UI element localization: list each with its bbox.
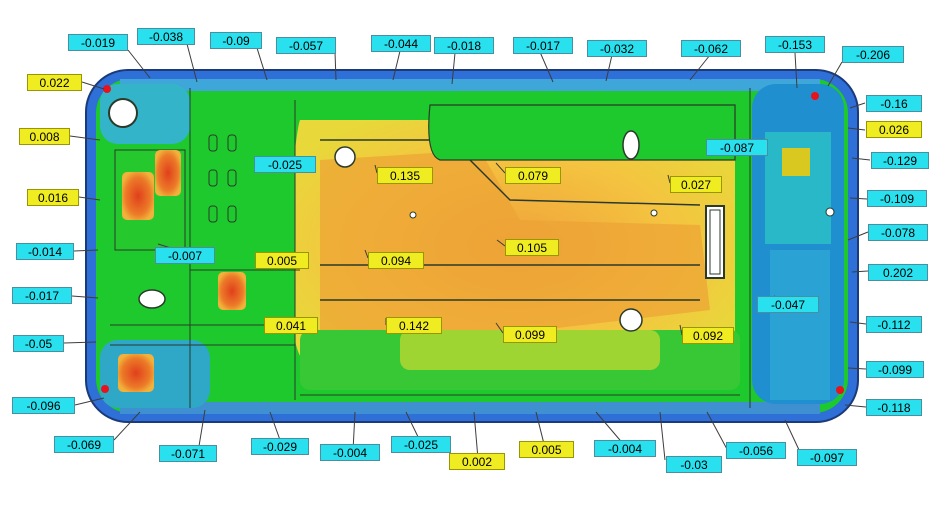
deviation-label: -0.16 bbox=[866, 95, 922, 112]
deviation-label: -0.018 bbox=[434, 37, 494, 54]
deviation-label: 0.202 bbox=[868, 264, 928, 281]
deviation-label: -0.004 bbox=[320, 444, 380, 461]
left-hotspot bbox=[122, 172, 154, 220]
deviation-label: 0.027 bbox=[670, 176, 722, 193]
left-bottom-blue bbox=[100, 340, 210, 408]
lower-plate-yellow bbox=[400, 330, 660, 370]
marker-dot-br bbox=[836, 386, 844, 394]
right-lower bbox=[770, 250, 830, 400]
camera-hole bbox=[108, 98, 138, 128]
deviation-label: 0.022 bbox=[27, 74, 82, 91]
deviation-label: 0.105 bbox=[505, 239, 559, 256]
deviation-label: 0.005 bbox=[519, 441, 574, 458]
flex-outline bbox=[428, 104, 736, 161]
deviation-label: -0.099 bbox=[866, 361, 924, 378]
deviation-label: -0.014 bbox=[16, 243, 74, 260]
deviation-label: -0.025 bbox=[254, 156, 316, 173]
deviation-label: -0.129 bbox=[871, 152, 929, 169]
deviation-label: -0.087 bbox=[706, 139, 768, 156]
deviation-label: -0.044 bbox=[371, 35, 431, 52]
deviation-label: -0.206 bbox=[842, 46, 904, 63]
deviation-label: -0.071 bbox=[159, 445, 217, 462]
flex-pin-2 bbox=[650, 209, 658, 217]
deviation-label: -0.097 bbox=[797, 449, 857, 466]
battery-slot-inner bbox=[709, 209, 721, 275]
flex-trace-upper bbox=[320, 139, 701, 206]
marker-dot-tr bbox=[811, 92, 819, 100]
flex-hole-mid bbox=[622, 130, 640, 160]
deviation-label: 0.008 bbox=[19, 128, 70, 145]
deviation-label: -0.029 bbox=[251, 438, 309, 455]
deviation-label: 0.041 bbox=[264, 317, 318, 334]
flex-pin-1 bbox=[409, 211, 417, 219]
deviation-label: -0.032 bbox=[587, 40, 647, 57]
deviation-label: -0.109 bbox=[867, 190, 927, 207]
deviation-label: -0.004 bbox=[594, 440, 656, 457]
top-rim bbox=[120, 79, 820, 91]
sim-slots bbox=[208, 134, 237, 223]
left-oval-hole bbox=[138, 289, 166, 309]
left-hotspot-2 bbox=[155, 150, 181, 196]
deviation-label: 0.099 bbox=[503, 326, 557, 343]
deviation-label: -0.007 bbox=[155, 247, 215, 264]
deviation-label: -0.118 bbox=[866, 399, 922, 416]
deviation-label: -0.017 bbox=[12, 287, 72, 304]
deviation-label: -0.112 bbox=[866, 316, 922, 333]
deviation-label: -0.096 bbox=[12, 397, 75, 414]
deviation-label: -0.153 bbox=[765, 36, 825, 53]
deviation-label: 0.002 bbox=[449, 453, 505, 470]
bottom-left-hotspot bbox=[118, 354, 154, 392]
deviation-label: -0.078 bbox=[868, 224, 928, 241]
deviation-label: 0.026 bbox=[866, 121, 922, 138]
deviation-label: -0.047 bbox=[757, 296, 819, 313]
deviation-label: -0.038 bbox=[137, 28, 195, 45]
flex-hole-top bbox=[334, 146, 356, 168]
right-square bbox=[782, 148, 810, 176]
deviation-label: 0.142 bbox=[386, 317, 442, 334]
deviation-label: 0.005 bbox=[255, 252, 309, 269]
flex-hole-bottom bbox=[619, 308, 643, 332]
deviation-label: -0.025 bbox=[391, 436, 451, 453]
deviation-label: -0.019 bbox=[68, 34, 128, 51]
deviation-label: -0.069 bbox=[54, 436, 114, 453]
bottom-rim bbox=[120, 402, 820, 414]
deviation-label: -0.056 bbox=[726, 442, 786, 459]
deviation-label: -0.03 bbox=[666, 456, 722, 473]
deviation-label: 0.016 bbox=[27, 189, 79, 206]
deviation-label: -0.062 bbox=[681, 40, 741, 57]
deviation-label: 0.079 bbox=[505, 167, 561, 184]
center-hotspot bbox=[218, 272, 246, 310]
right-round-hole bbox=[825, 207, 835, 217]
deviation-label: -0.057 bbox=[276, 37, 336, 54]
marker-dot-bl bbox=[101, 385, 109, 393]
deviation-label: 0.135 bbox=[377, 167, 433, 184]
deviation-label: -0.09 bbox=[210, 32, 262, 49]
marker-dot-tl bbox=[103, 85, 111, 93]
deviation-label: -0.017 bbox=[513, 37, 573, 54]
deviation-label: 0.094 bbox=[368, 252, 424, 269]
deviation-label: -0.05 bbox=[13, 335, 64, 352]
deviation-label: 0.092 bbox=[682, 327, 734, 344]
